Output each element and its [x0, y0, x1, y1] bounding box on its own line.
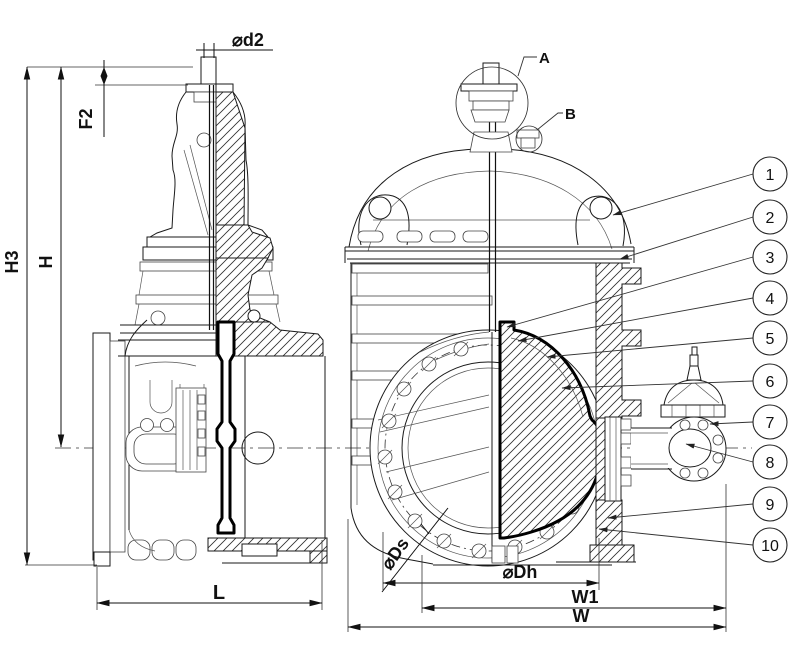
balloon-1: 1 [752, 156, 788, 192]
dim-label-w1: W1 [572, 587, 599, 607]
leader-10 [598, 527, 754, 546]
left-view-body [124, 319, 326, 538]
svg-text:3: 3 [766, 250, 775, 267]
svg-text:5: 5 [766, 331, 775, 348]
dim-w: W [347, 519, 727, 632]
detail-b-part [516, 129, 540, 139]
dim-label-dh: ⌀Dh [503, 562, 538, 582]
leader-9 [607, 503, 754, 520]
detail-a-circle [455, 66, 529, 140]
svg-text:2: 2 [766, 210, 775, 227]
valve-stem-right [488, 88, 497, 562]
detail-a-label: A [539, 50, 550, 67]
svg-text:10: 10 [761, 538, 779, 555]
bonnet-bolt-hole [247, 309, 261, 323]
dim-label-d2: ⌀d2 [232, 30, 264, 50]
svg-text:7: 7 [766, 415, 775, 432]
detail-callouts: A B [455, 50, 576, 153]
svg-text:6: 6 [766, 374, 775, 391]
body-section-wall [595, 262, 642, 546]
balloon-7: 7 [752, 404, 788, 440]
dim-d2: ⌀d2 [196, 30, 273, 58]
right-view-base [350, 507, 636, 566]
dim-dh: ⌀Dh [382, 532, 600, 590]
bypass-bonnet-flange [660, 404, 726, 418]
balloon-6: 6 [752, 363, 788, 399]
yoke-ear-right [575, 195, 625, 247]
balloon-5: 5 [752, 320, 788, 356]
dim-label-w: W [573, 606, 590, 626]
left-view-base [127, 529, 328, 564]
dim-h: H [36, 66, 65, 448]
balloon-3: 3 [752, 239, 788, 275]
bypass-stem-cap [691, 346, 698, 356]
body-side-port-hole [241, 431, 275, 465]
inlet-flange [92, 332, 126, 567]
balloon-10: 10 [752, 527, 788, 563]
dim-h3: H3 [2, 66, 193, 566]
svg-text:9: 9 [766, 497, 775, 514]
leader-4 [517, 297, 754, 342]
svg-text:1: 1 [766, 167, 775, 184]
leader-1 [612, 173, 754, 216]
balloon-9: 9 [752, 486, 788, 522]
dim-label-f2: F2 [76, 108, 96, 129]
part-balloons: 1 2 3 4 5 6 7 8 9 10 [752, 156, 788, 563]
dim-label-h3: H3 [2, 250, 22, 273]
leader-2 [619, 216, 754, 260]
leader-8 [685, 443, 754, 463]
part-leader-lines [506, 173, 754, 546]
dome-bonnet [348, 148, 632, 252]
right-view-gate-valve-section [344, 62, 752, 567]
balloon-4: 4 [752, 280, 788, 316]
balloon-8: 8 [752, 444, 788, 480]
bypass-valve [604, 346, 727, 502]
dim-l: L [96, 540, 323, 610]
detail-b-circle [515, 125, 543, 153]
yoke-ear-left [358, 194, 410, 246]
detail-b-label: B [565, 106, 576, 123]
dim-f2: F2 [76, 60, 188, 137]
dim-label-l: L [213, 582, 225, 604]
left-view-section-hatch [118, 91, 324, 357]
gate-wedge-left-view [215, 320, 237, 535]
left-view-gate-valve-section [55, 56, 340, 567]
dim-w1: W1 [421, 484, 727, 632]
leader-5 [546, 337, 754, 359]
svg-text:8: 8 [766, 455, 775, 472]
leader-6 [561, 380, 754, 391]
stem-top-hardware [460, 62, 540, 153]
bypass-mounting-flange [604, 416, 622, 502]
leader-3 [506, 256, 754, 328]
svg-text:4: 4 [766, 291, 775, 308]
balloon-2: 2 [752, 199, 788, 235]
leader-7 [709, 421, 754, 427]
dim-label-h: H [36, 256, 56, 269]
